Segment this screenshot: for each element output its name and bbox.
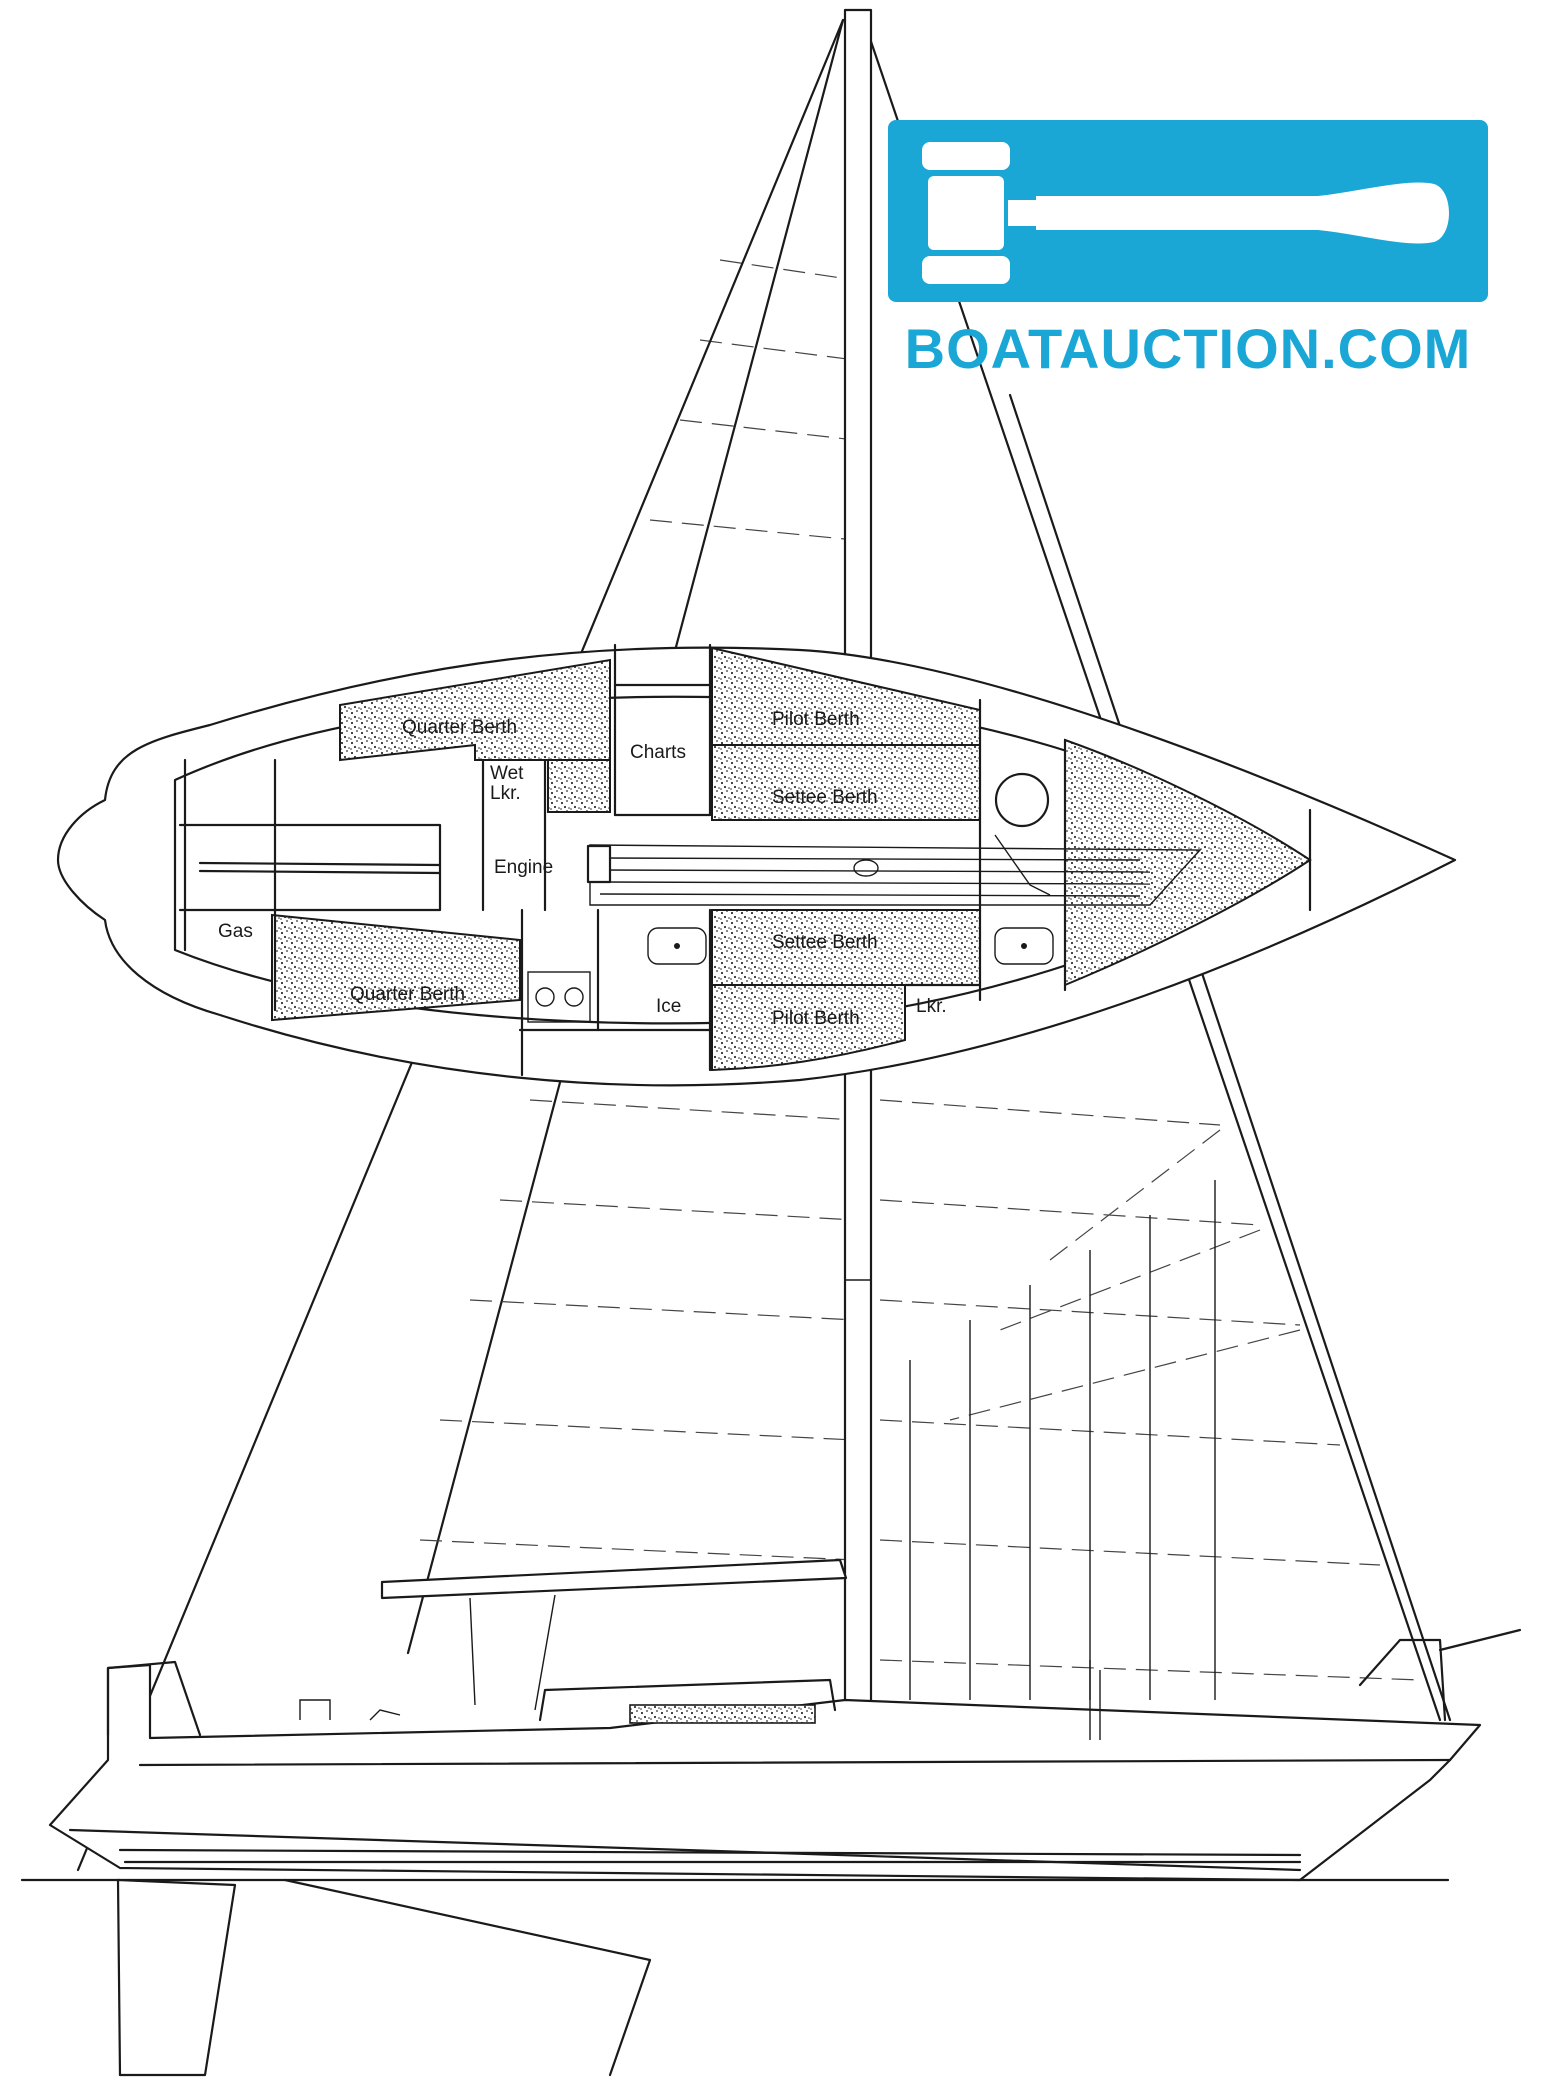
label-charts: Charts bbox=[630, 742, 686, 763]
stove-icon bbox=[527, 971, 591, 1023]
label-ice: Ice bbox=[656, 996, 681, 1017]
label-settee-berth-bottom: Settee Berth bbox=[772, 932, 878, 953]
gavel-icon bbox=[922, 142, 1449, 284]
rudder bbox=[116, 1878, 237, 2077]
label-settee-berth-top: Settee Berth bbox=[772, 787, 878, 808]
label-gas: Gas bbox=[218, 921, 253, 942]
label-wet-locker-line2: Lkr. bbox=[490, 783, 521, 804]
boatauction-logo: BOATAUCTION.COM bbox=[888, 120, 1488, 380]
brand-wordmark: BOATAUCTION.COM bbox=[904, 317, 1472, 380]
hull-profile bbox=[48, 1628, 1522, 1882]
boom bbox=[380, 1558, 848, 1711]
accommodation-plan: Quarter Berth Wet Lkr. Charts Pilot Bert… bbox=[56, 643, 1457, 1087]
label-locker-bottom: Lkr. bbox=[916, 996, 947, 1017]
label-pilot-berth-bottom: Pilot Berth bbox=[772, 1008, 860, 1029]
mast-step-icon bbox=[994, 772, 1051, 896]
label-wet-locker-line1: Wet bbox=[490, 763, 524, 784]
label-quarter-berth-bottom: Quarter Berth bbox=[350, 984, 465, 1005]
galley-sink-icon bbox=[647, 927, 707, 965]
head-sink-icon bbox=[994, 927, 1054, 965]
label-pilot-berth-top: Pilot Berth bbox=[772, 709, 860, 730]
label-quarter-berth-top: Quarter Berth bbox=[402, 717, 517, 738]
logo-badge bbox=[888, 120, 1488, 302]
label-engine: Engine bbox=[494, 857, 553, 878]
